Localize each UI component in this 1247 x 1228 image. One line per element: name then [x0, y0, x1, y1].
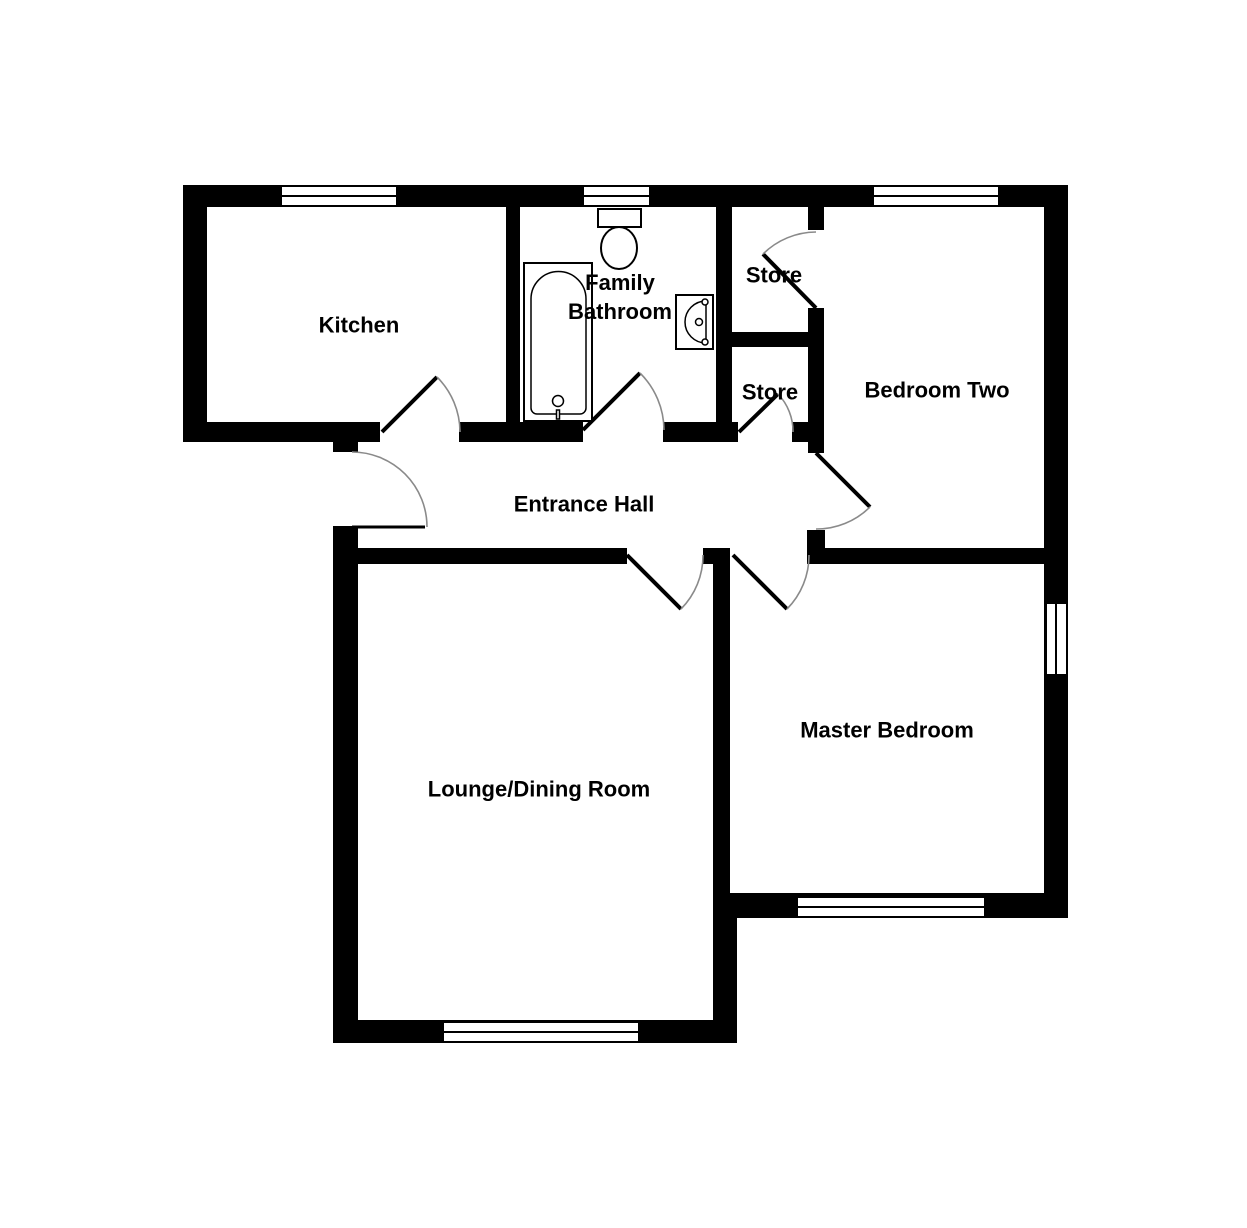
room-label-kitchen: Kitchen [319, 310, 400, 339]
master-bedroom-side-window [1045, 602, 1068, 676]
bathroom-window [582, 185, 651, 207]
lounge-window [442, 1021, 640, 1043]
room-label-text: Lounge/Dining Room [427, 776, 651, 802]
room-label-text: Kitchen [318, 312, 400, 338]
wall-hall-top-c [663, 422, 738, 442]
wall-hall-top-a [183, 422, 380, 442]
room-label-text: Store [741, 379, 799, 405]
room-label-text: Bedroom Two [864, 377, 1010, 403]
bathtub-icon [523, 262, 593, 422]
room-label-entrance-hall: Entrance Hall [514, 489, 655, 518]
wall-hall-right-stub [807, 530, 825, 564]
bedroom-two-window [872, 185, 1000, 207]
fixtures [523, 208, 714, 422]
room-label-store-bottom: Store [742, 377, 798, 406]
room-label-lounge-dining-room: Lounge/Dining Room [428, 774, 650, 803]
room-label-text: Entrance Hall [513, 491, 655, 517]
wall-hall-top-d [792, 422, 824, 442]
room-label-bedroom-two: Bedroom Two [864, 375, 1009, 404]
wall-right-exterior [1044, 185, 1068, 918]
room-label-family-bathroom: Family Bathroom [568, 268, 672, 326]
kitchen-door [380, 375, 461, 434]
wall-hall-bottom-stub [703, 548, 730, 564]
wall-left-exterior [183, 185, 207, 442]
walls [183, 185, 1068, 1043]
lounge-door [625, 553, 704, 611]
store-top-door [761, 231, 818, 310]
wall-kitchen-bathroom [506, 185, 520, 424]
wall-lounge-left [333, 526, 358, 1043]
wall-front-door-stub [333, 442, 358, 452]
room-label-text: Master Bedroom [800, 717, 974, 743]
room-label-master-bedroom: Master Bedroom [800, 715, 974, 744]
master-bedroom-bottom-window [796, 896, 986, 918]
wall-store-divider [716, 332, 824, 347]
toilet-icon [597, 208, 642, 270]
wall-lounge-master-divider [713, 564, 730, 918]
room-label-text-line2: Bathroom [568, 299, 672, 324]
wall-hall-bottom-a [333, 548, 627, 564]
wall-bathroom-store [716, 185, 732, 424]
front-door [351, 451, 428, 529]
kitchen-window [280, 185, 398, 207]
room-label-text: Store [745, 262, 803, 288]
wall-hall-top-b [459, 422, 583, 442]
master-bedroom-door [731, 553, 810, 611]
bedroom-two-door [814, 451, 872, 530]
room-label-store-top: Store [746, 260, 802, 289]
bathroom-door [581, 371, 665, 432]
store-bottom-door [737, 392, 794, 434]
wall-master-top [825, 548, 1044, 564]
windows [280, 185, 1068, 1043]
room-label-text-line1: Family [585, 269, 655, 295]
sink-icon [675, 294, 714, 350]
wall-store-bedroom2-upper-stub [808, 207, 824, 230]
